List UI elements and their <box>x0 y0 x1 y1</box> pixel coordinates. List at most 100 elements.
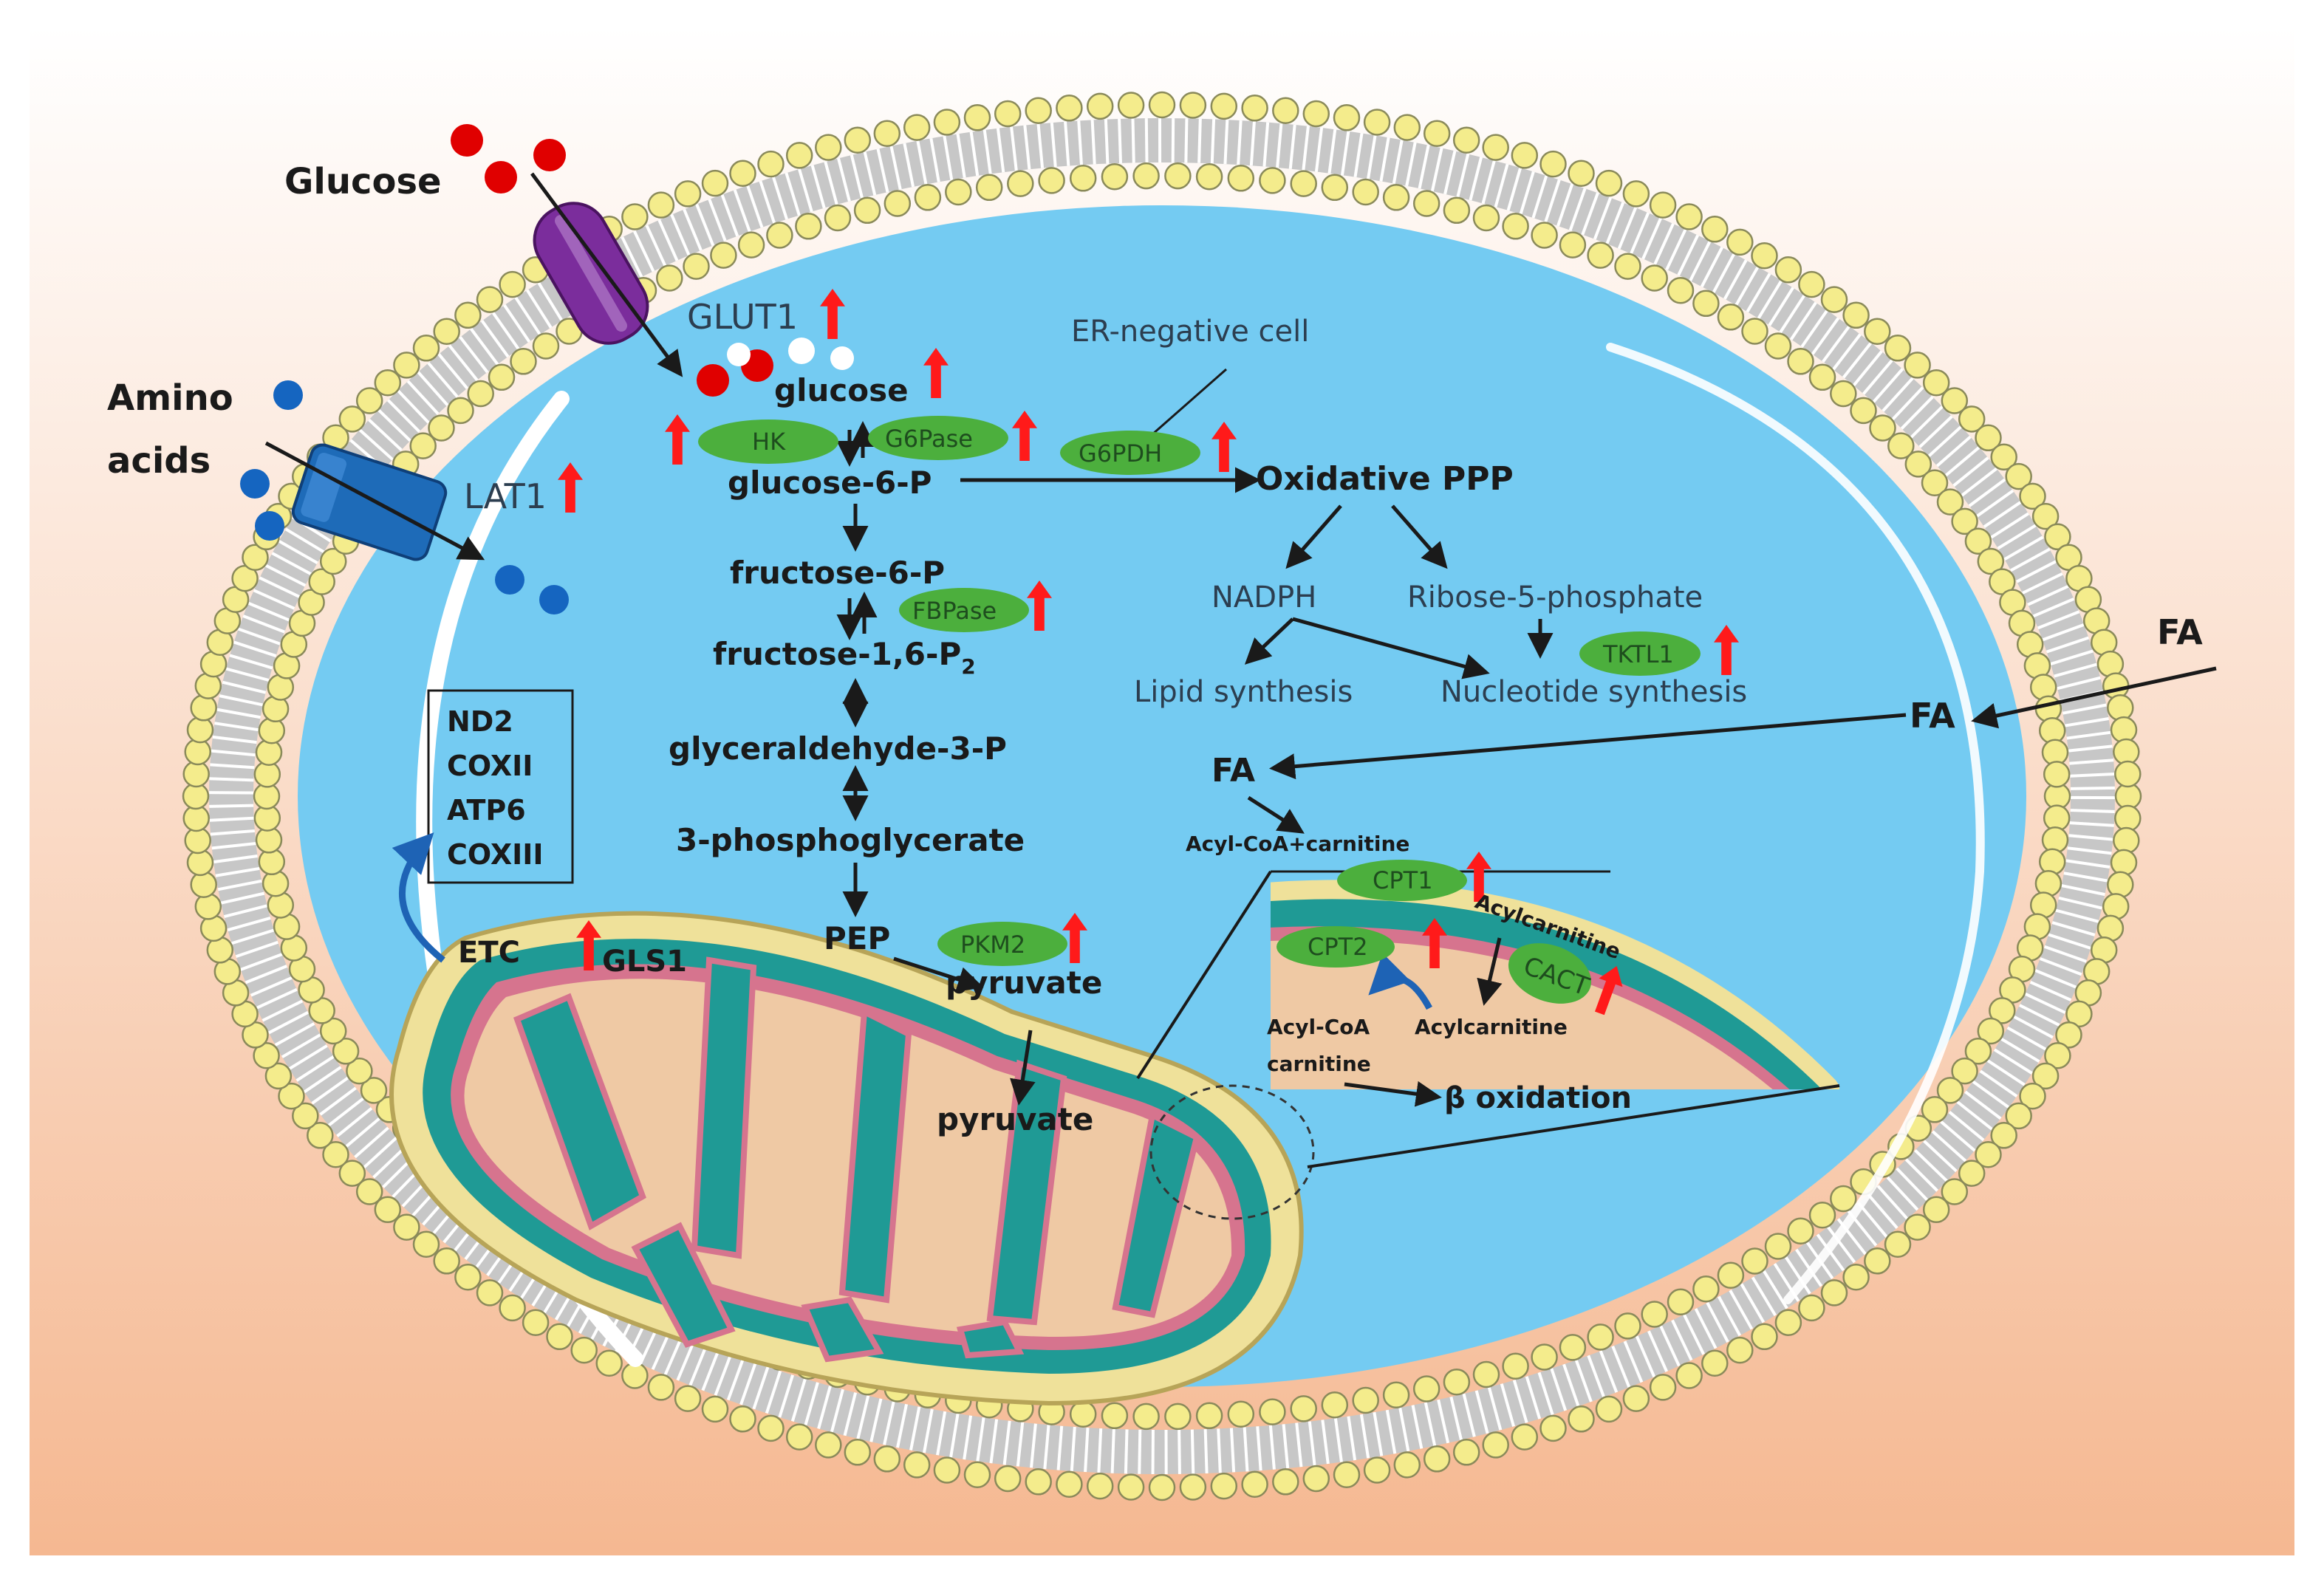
lipid-head-outer <box>2107 694 2134 722</box>
lipid-head-outer <box>1056 95 1083 122</box>
lipid-head-outer <box>844 126 872 154</box>
glucose-label: glucose <box>774 372 909 408</box>
lipid-head-inner <box>428 414 455 442</box>
lipid-head-inner <box>656 264 683 292</box>
lipid-head-inner <box>2043 761 2071 788</box>
pg3-label: 3-phosphoglycerate <box>676 822 1025 858</box>
cell-membrane <box>182 91 2142 1501</box>
gene-nd2: ND2 <box>447 705 513 738</box>
lipid-head-inner <box>1132 1403 1160 1431</box>
lipid-head-outer <box>1025 97 1052 124</box>
lipid-head-inner <box>975 174 1003 202</box>
lipid-head-outer <box>1117 1473 1145 1501</box>
lipid-head-inner <box>409 432 437 459</box>
lipid-head-inner <box>945 178 972 206</box>
lipid-head-outer <box>338 1160 366 1187</box>
lipid-head-outer <box>2110 716 2138 744</box>
lipid-head-outer <box>1539 1414 1567 1442</box>
lipid-head-inner <box>1502 1352 1529 1380</box>
lipid-head-outer <box>374 1196 402 1224</box>
lipid-head-outer <box>1333 1461 1361 1488</box>
gene-coxiii: COXIII <box>447 838 544 871</box>
lipid-head-outer <box>815 1431 842 1459</box>
lipid-head-outer <box>1148 91 1176 119</box>
lipid-head-inner <box>1321 174 1349 202</box>
lipid-head-inner <box>1921 469 1949 496</box>
lipid-head-outer <box>393 352 420 379</box>
fa-outside-label: FA <box>2157 612 2203 652</box>
lipid-head-inner <box>1472 1360 1500 1388</box>
lipid-head-inner <box>737 231 765 258</box>
lipid-head-outer <box>1025 1468 1052 1496</box>
acylcarnitine-inner-label: Acylcarnitine <box>1415 1015 1568 1039</box>
lipid-head-outer <box>1482 134 1509 161</box>
lipid-head-inner <box>1667 276 1695 304</box>
lipid-head-outer <box>412 1230 440 1258</box>
lipid-head-inner <box>2038 848 2066 876</box>
lipid-head-inner <box>1692 1275 1720 1303</box>
lipid-head-outer <box>1975 424 2002 452</box>
lipid-head-outer <box>815 134 842 161</box>
er-negative-label: ER-negative cell <box>1071 315 1309 349</box>
lipid-head-inner <box>447 397 474 425</box>
lipid-head-inner <box>1764 332 1792 360</box>
cpt2-enzyme <box>1277 926 1395 968</box>
lipid-head-inner <box>683 253 710 280</box>
lipid-head-outer <box>1595 169 1623 197</box>
fa-membrane-label: FA <box>1910 696 1955 736</box>
lipid-head-outer <box>253 1041 280 1069</box>
lipid-head-inner <box>1382 184 1410 211</box>
lipid-head-inner <box>1101 162 1129 191</box>
lipid-head-inner <box>510 348 537 375</box>
lipid-head-inner <box>1692 290 1720 318</box>
lipid-head-outer <box>1726 228 1754 256</box>
lipid-head-inner <box>853 196 881 225</box>
lipid-head-outer <box>1649 1374 1677 1401</box>
lipid-head-outer <box>499 1294 526 1322</box>
amino-acids-label-line1: Amino <box>107 377 233 419</box>
lipid-head-outer <box>595 1349 623 1377</box>
g6p-label: glucose-6-P <box>728 465 932 501</box>
lipid-head-inner <box>884 190 912 217</box>
lipid-head-inner <box>346 1057 373 1085</box>
lipid-head-outer <box>1842 1263 1870 1291</box>
lipid-head-inner <box>1069 1400 1097 1428</box>
lipid-head-inner <box>1830 1185 1857 1213</box>
pathway-arrows <box>264 172 2217 1107</box>
lipid-head-outer <box>994 100 1022 128</box>
lipid-head-outer <box>1086 1472 1114 1500</box>
lipid-head-outer <box>1751 1323 1778 1351</box>
lipid-head-outer <box>322 1140 349 1168</box>
lipid-head-outer <box>194 893 222 920</box>
beta-oxidation-label: β oxidation <box>1444 1081 1632 1115</box>
fbpase-enzyme <box>899 588 1029 632</box>
lipid-head-inner <box>1787 1217 1814 1244</box>
lipid-head-inner <box>1412 190 1440 217</box>
lipid-head-inner <box>1164 162 1192 190</box>
lipid-head-inner <box>1717 1261 1745 1289</box>
lipid-head-outer <box>1622 180 1650 208</box>
lipid-head-inner <box>488 363 516 391</box>
lipid-head-outer <box>963 104 991 131</box>
gls1-label: GLS1 <box>602 945 687 979</box>
lipid-head-outer <box>1241 1470 1268 1498</box>
lipid-head-outer <box>1272 1468 1299 1496</box>
lipid-head-outer <box>433 318 460 345</box>
lipid-head-outer <box>2005 462 2032 490</box>
lipid-synthesis-label: Lipid synthesis <box>1134 675 1353 709</box>
lipid-head-outer <box>1363 1456 1391 1484</box>
lipid-head-inner <box>1412 1375 1440 1403</box>
g6pase-label: G6Pase <box>885 425 973 453</box>
lipid-head-outer <box>1568 160 1595 187</box>
membrane-highlight-right <box>1606 343 1985 1304</box>
lipid-head-inner <box>1808 1201 1836 1229</box>
g6pdh-label: G6PDH <box>1079 439 1162 468</box>
lipid-head-inner <box>1887 432 1915 459</box>
lipid-head-inner <box>1352 1386 1379 1414</box>
glucose-white-dots <box>727 338 854 370</box>
lipid-head-outer <box>476 1279 504 1307</box>
lipid-head-inner <box>1641 264 1668 292</box>
lipid-head-inner <box>262 869 290 897</box>
lipid-head-outer <box>1820 286 1848 313</box>
g3p-label: glyceraldehyde-3-P <box>669 730 1007 767</box>
